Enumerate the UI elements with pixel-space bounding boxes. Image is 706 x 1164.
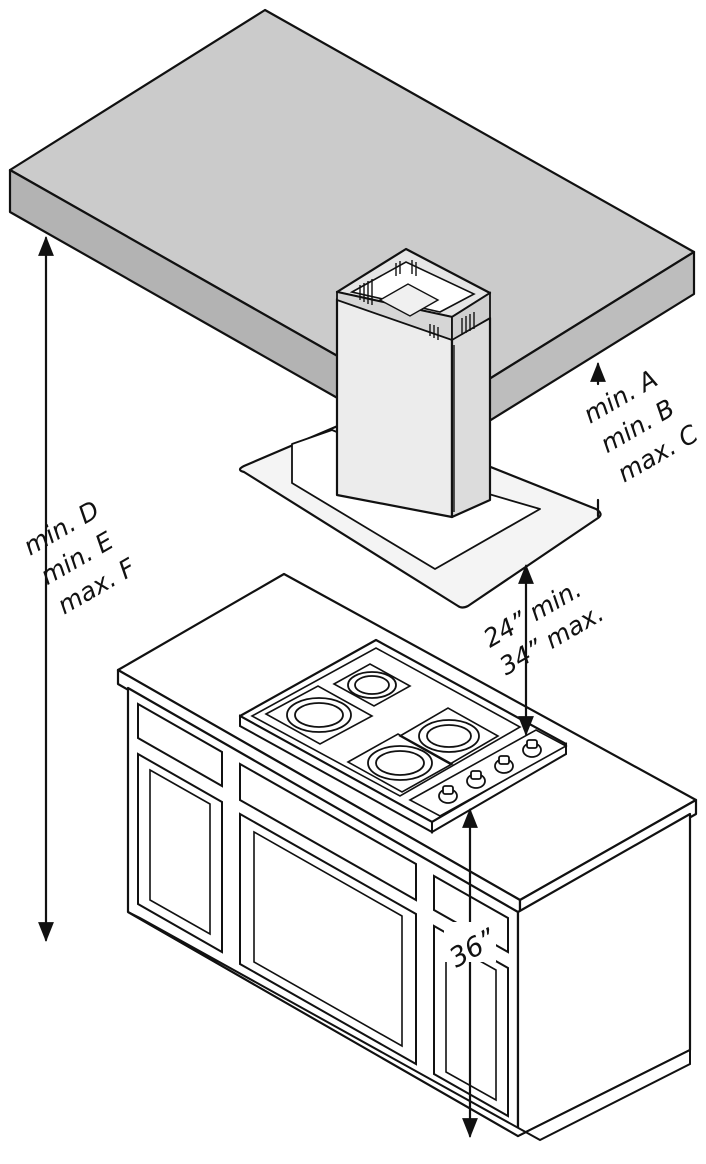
ceiling-slab <box>8 8 696 456</box>
control-knobs <box>438 739 542 804</box>
gas-cooktop <box>238 638 568 834</box>
dimension-lines <box>38 236 606 1138</box>
ceiling-height-labels: min. D min. E max. F <box>19 495 141 620</box>
counter-height-label-bg <box>444 922 496 962</box>
burner-back-right <box>398 707 500 765</box>
drawer-center <box>239 762 417 902</box>
door-left <box>137 752 223 954</box>
range-hood <box>238 247 602 609</box>
cooktop-clearance-labels: 24” min. 34” max. <box>479 574 609 681</box>
burner-front-left <box>264 685 374 745</box>
burner-front-right <box>346 733 454 793</box>
door-center <box>239 812 417 1066</box>
burner-back-left <box>332 663 412 707</box>
drawer-left <box>137 702 223 788</box>
drawer-right <box>433 874 509 954</box>
